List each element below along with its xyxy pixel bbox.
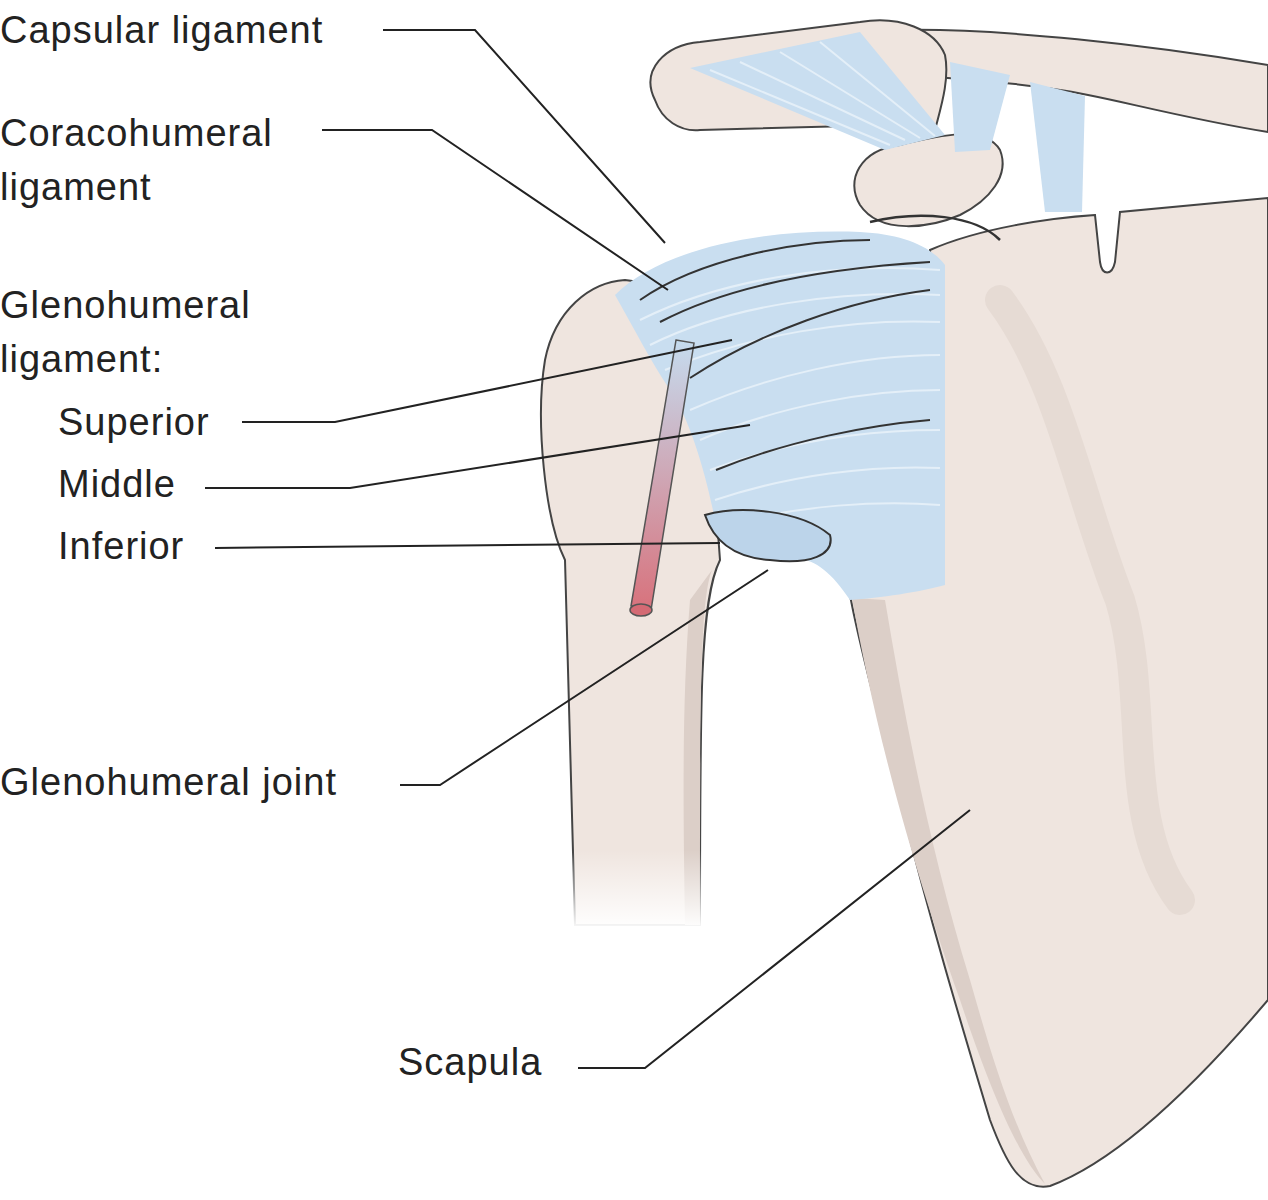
- leader-line: [578, 810, 970, 1068]
- ligament-fibres: [710, 42, 935, 145]
- inferior-pouch: [705, 510, 831, 561]
- humerus-fade: [540, 850, 740, 930]
- tendon-cut-end: [630, 604, 652, 616]
- leader-line: [400, 570, 768, 785]
- part-label: Inferior: [58, 519, 184, 573]
- leader-line: [215, 543, 720, 548]
- leader-line: [322, 130, 668, 290]
- scapula-shading: [852, 598, 1045, 1184]
- part-label: Scapula: [398, 1035, 542, 1089]
- leader-line: [242, 340, 732, 422]
- part-label: Middle: [58, 457, 176, 511]
- part-label: Capsular ligament: [0, 3, 323, 57]
- part-label: Superior: [58, 395, 210, 449]
- leader-line: [205, 425, 750, 488]
- coracoacromial-ligament: [690, 32, 945, 150]
- scapula-shading: [1000, 300, 1180, 900]
- leader-line: [383, 30, 665, 243]
- leader-lines: [205, 30, 970, 1068]
- part-label: Glenohumeral ligament:: [0, 278, 330, 386]
- biceps-tendon: [631, 340, 694, 610]
- coracoclavicular-ligament: [950, 62, 1010, 152]
- coracoclavicular-ligament: [1030, 82, 1085, 212]
- part-label: Coracohumeral ligament: [0, 106, 330, 214]
- part-label: Glenohumeral joint: [0, 755, 337, 809]
